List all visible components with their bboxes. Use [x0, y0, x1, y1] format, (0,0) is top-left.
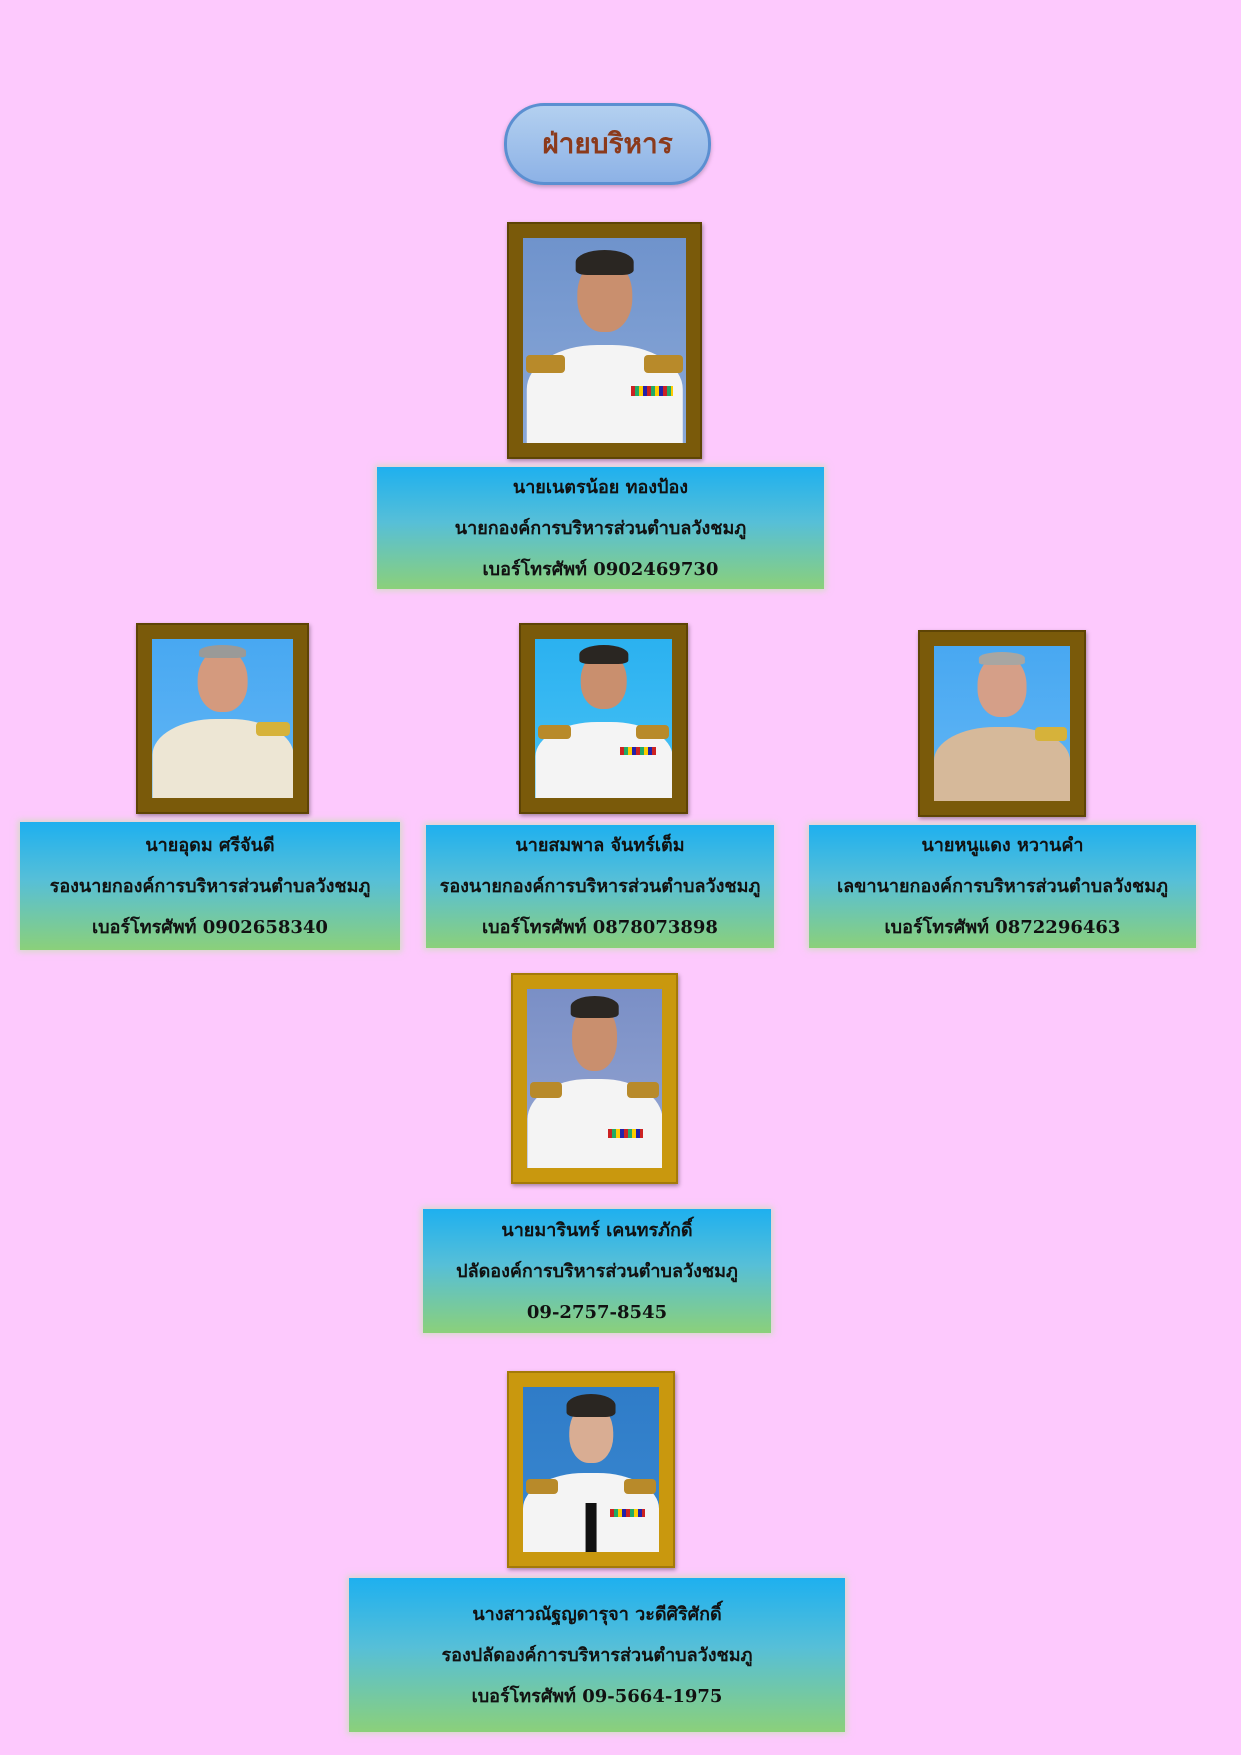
- secretary-photo-frame: [918, 630, 1086, 817]
- member-name: นายมารินทร์ เคนทรภักดิ์: [501, 1219, 693, 1241]
- deputy-mayor-2-info-card: นายสมพาล จันทร์เต็ม รองนายกองค์การบริหาร…: [426, 825, 774, 948]
- chief-administrator-photo-frame: [511, 973, 678, 1184]
- member-name: นายสมพาล จันทร์เต็ม: [515, 835, 685, 856]
- member-phone: เบอร์โทรศัพท์ 0878073898: [482, 917, 718, 938]
- mayor-photo-frame: [507, 222, 702, 459]
- section-title-text: ฝ่ายบริหาร: [542, 127, 673, 160]
- member-name: นายเนตรน้อย ทองป้อง: [512, 476, 689, 498]
- secretary-info-card: นายหนูแดง หวานคำ เลขานายกองค์การบริหารส่…: [809, 825, 1196, 948]
- member-name: นายหนูแดง หวานคำ: [921, 835, 1084, 856]
- member-phone: เบอร์โทรศัพท์ 09-5664-1975: [471, 1685, 723, 1707]
- member-position: รองนายกองค์การบริหารส่วนตำบลวังชมภู: [439, 876, 761, 897]
- member-position: ปลัดองค์การบริหารส่วนตำบลวังชมภู: [456, 1260, 738, 1282]
- deputy-chief-administrator-photo: [523, 1387, 659, 1552]
- deputy-mayor-1-photo: [152, 639, 293, 798]
- chief-administrator-photo: [527, 989, 662, 1168]
- member-phone: เบอร์โทรศัพท์ 0902469730: [482, 558, 719, 580]
- deputy-mayor-1-info-card: นายอุดม ศรีจันดี รองนายกองค์การบริหารส่ว…: [20, 822, 400, 950]
- deputy-mayor-2-photo: [535, 639, 672, 798]
- deputy-mayor-2-photo-frame: [519, 623, 688, 814]
- member-phone: เบอร์โทรศัพท์ 0902658340: [92, 916, 328, 938]
- member-name: นายอุดม ศรีจันดี: [145, 834, 275, 856]
- member-position: รองนายกองค์การบริหารส่วนตำบลวังชมภู: [49, 875, 371, 897]
- chief-administrator-info-card: นายมารินทร์ เคนทรภักดิ์ ปลัดองค์การบริหา…: [423, 1209, 771, 1333]
- mayor-info-card: นายเนตรน้อย ทองป้อง นายกองค์การบริหารส่ว…: [377, 467, 824, 589]
- secretary-photo: [934, 646, 1070, 801]
- section-title: ฝ่ายบริหาร: [504, 103, 711, 185]
- member-name: นางสาวณัฐญดารุจา วะดีศิริศักดิ์: [472, 1603, 722, 1625]
- member-position: เลขานายกองค์การบริหารส่วนตำบลวังชมภู: [837, 876, 1168, 897]
- deputy-mayor-1-photo-frame: [136, 623, 309, 814]
- member-phone: 09-2757-8545: [526, 1301, 668, 1323]
- deputy-chief-administrator-photo-frame: [507, 1371, 675, 1568]
- member-position: นายกองค์การบริหารส่วนตำบลวังชมภู: [454, 517, 747, 539]
- mayor-photo: [523, 238, 686, 443]
- member-position: รองปลัดองค์การบริหารส่วนตำบลวังชมภู: [441, 1644, 753, 1666]
- deputy-chief-administrator-info-card: นางสาวณัฐญดารุจา วะดีศิริศักดิ์ รองปลัดอ…: [349, 1578, 845, 1732]
- member-phone: เบอร์โทรศัพท์ 0872296463: [884, 917, 1121, 938]
